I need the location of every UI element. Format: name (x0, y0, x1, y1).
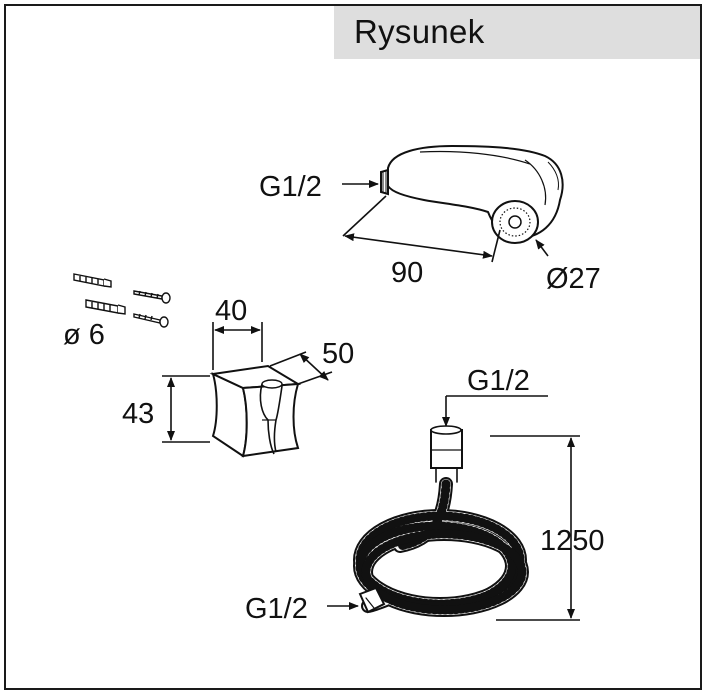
hose-dimensions (327, 395, 580, 621)
shower-head (380, 144, 564, 244)
page-title: Rysunek (354, 13, 485, 50)
hose-thread-top-label: G1/2 (467, 365, 530, 397)
dowel-1 (73, 273, 112, 288)
dowel-diameter-label: ø 6 (63, 319, 105, 351)
head-dimensions (342, 180, 549, 263)
head-thread-label: G1/2 (259, 171, 322, 203)
hose (353, 425, 529, 617)
hose-length-label: 1250 (540, 525, 605, 557)
wall-holder (209, 364, 302, 458)
screw-1 (133, 290, 171, 304)
title-box (334, 6, 700, 59)
holder-width-label: 40 (215, 295, 247, 327)
head-length-label: 90 (391, 257, 423, 289)
holder-height-label: 43 (122, 398, 154, 430)
dowel-2 (85, 299, 126, 315)
holder-depth-label: 50 (322, 338, 354, 370)
hose-thread-bottom-label: G1/2 (245, 593, 308, 625)
drawing-frame (4, 4, 702, 690)
head-diameter-label: Ø27 (546, 263, 601, 295)
screws-and-dowels (73, 273, 171, 328)
holder-dimensions (162, 322, 333, 443)
screw-2 (133, 313, 169, 328)
